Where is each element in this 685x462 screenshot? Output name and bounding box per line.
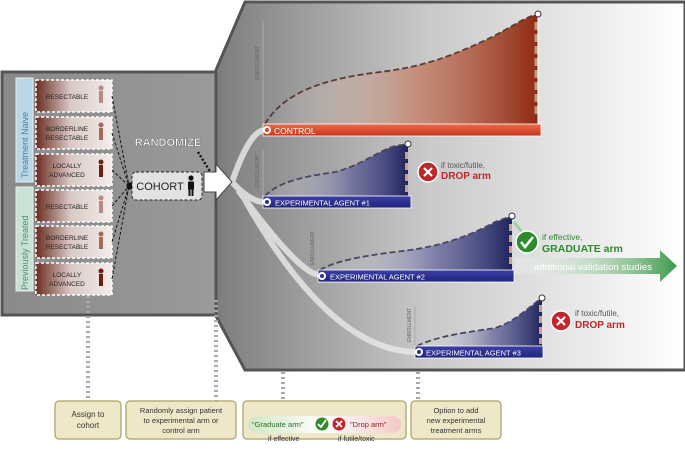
legend-leaders: [86, 296, 420, 402]
enrollment-label: ENROLLMENT: [310, 231, 316, 265]
control-area: [265, 14, 538, 124]
drop-legend-label: "Drop arm": [350, 420, 387, 429]
card-line1: LOCALLY: [53, 272, 82, 279]
card-line1: LOCALLY: [53, 163, 82, 170]
bullseye-icon: [415, 348, 423, 356]
futile-legend-label: if futile/toxic: [338, 436, 375, 443]
agent3-arm: ENROLLMENT EXPERIMENTAL AGENT #3 if toxi…: [407, 294, 625, 359]
agent3-note-line1: if toxic/futile,: [575, 309, 619, 318]
bullseye-icon: [263, 198, 271, 206]
treatment-naive-label: Treatment Naive: [20, 112, 30, 178]
card-line2: RESECTABLE: [46, 244, 89, 251]
bullseye-icon: [263, 126, 271, 134]
check-icon: [515, 230, 539, 254]
enrollment-label: ENROLLMENT: [255, 46, 261, 80]
card-line1: BORDERLINE: [46, 126, 89, 133]
legend-text: control arm: [162, 426, 200, 435]
legend-box-assign: Assign to cohort: [54, 400, 122, 440]
person-icon: [188, 175, 194, 196]
card-line2: ADVANCED: [49, 281, 85, 288]
agent2-note-line2: GRADUATE arm: [542, 243, 623, 255]
enrollment-label: ENROLLMENT: [255, 154, 261, 188]
fan-lines: [111, 95, 130, 280]
agent1-label: EXPERIMENTAL AGENT #1: [275, 199, 370, 208]
previously-treated-label: Previously Treated: [20, 215, 30, 290]
agent1-arm: ENROLLMENT EXPERIMENTAL AGENT #1 if toxi…: [255, 140, 491, 209]
legend-box-graduate-drop: "Graduate arm" "Drop arm" if effective i…: [242, 400, 407, 443]
graduate-arrow: [514, 250, 677, 282]
cohort-box: [131, 171, 203, 201]
agent3-note-line2: DROP arm: [575, 320, 625, 331]
cohort-label: COHORT: [136, 181, 184, 193]
legend-text: Randomly assign patient: [140, 406, 223, 415]
card-line1: BORDERLINE: [46, 235, 89, 242]
cohort-card: BORDERLINE RESECTABLE: [35, 116, 113, 150]
graduate-arrow-text: additional validation studies: [534, 262, 652, 273]
legend-text: Assign to: [72, 410, 105, 419]
card-line1: RESECTABLE: [46, 204, 89, 211]
cohort-cards: RESECTABLE BORDERLINE RESECTABLE LOCALLY…: [35, 79, 113, 296]
person-icon-stack: [534, 22, 538, 114]
legend-box-add-arms: Option to add new experimental treatment…: [410, 400, 502, 440]
legend-box-randomize: Randomly assign patient to experimental …: [125, 400, 237, 440]
legend-text: cohort: [77, 421, 100, 430]
legend-text: treatment arms: [431, 426, 482, 435]
graduate-legend-label: "Graduate arm": [252, 420, 304, 429]
agent3-label: EXPERIMENTAL AGENT #3: [426, 349, 521, 358]
agent2-note-line1: if effective,: [542, 232, 582, 242]
legend-text: new experimental: [427, 416, 486, 425]
agent2-arm: ENROLLMENT EXPERIMENTAL AGENT #2 additio…: [310, 212, 677, 283]
check-icon: [314, 416, 330, 432]
legend-text: to experimental arm or: [143, 416, 219, 425]
agent1-note-line2: DROP arm: [441, 171, 491, 182]
cohort-card: RESECTABLE: [35, 79, 113, 113]
arrow-right-icon: [203, 162, 233, 202]
cohort-card: LOCALLY ADVANCED: [35, 262, 113, 296]
agent2-label: EXPERIMENTAL AGENT #2: [330, 273, 425, 282]
enrollment-label: ENROLLMENT: [407, 308, 413, 342]
effective-legend-label: if effective: [268, 436, 299, 443]
treatment-naive-panel: [15, 77, 34, 183]
randomize-label: RANDOMIZE: [135, 137, 202, 149]
legend-text: Option to add: [433, 406, 478, 415]
branch-connectors: [229, 127, 416, 355]
card-line2: RESECTABLE: [46, 135, 89, 142]
cohort-card: LOCALLY ADVANCED: [35, 153, 113, 187]
card-line1: RESECTABLE: [46, 94, 89, 101]
agent1-note-line1: if toxic/futile,: [441, 161, 485, 170]
control-curve: [264, 13, 539, 125]
control-arm: ENROLLMENT CONTROL: [255, 10, 542, 137]
cohort-card: RESECTABLE: [35, 189, 113, 223]
cohort-card: BORDERLINE RESECTABLE: [35, 225, 113, 259]
card-line2: ADVANCED: [49, 172, 85, 179]
bullseye-icon: [318, 272, 326, 280]
previously-treated-panel: [15, 186, 34, 292]
control-label: CONTROL: [274, 126, 316, 136]
